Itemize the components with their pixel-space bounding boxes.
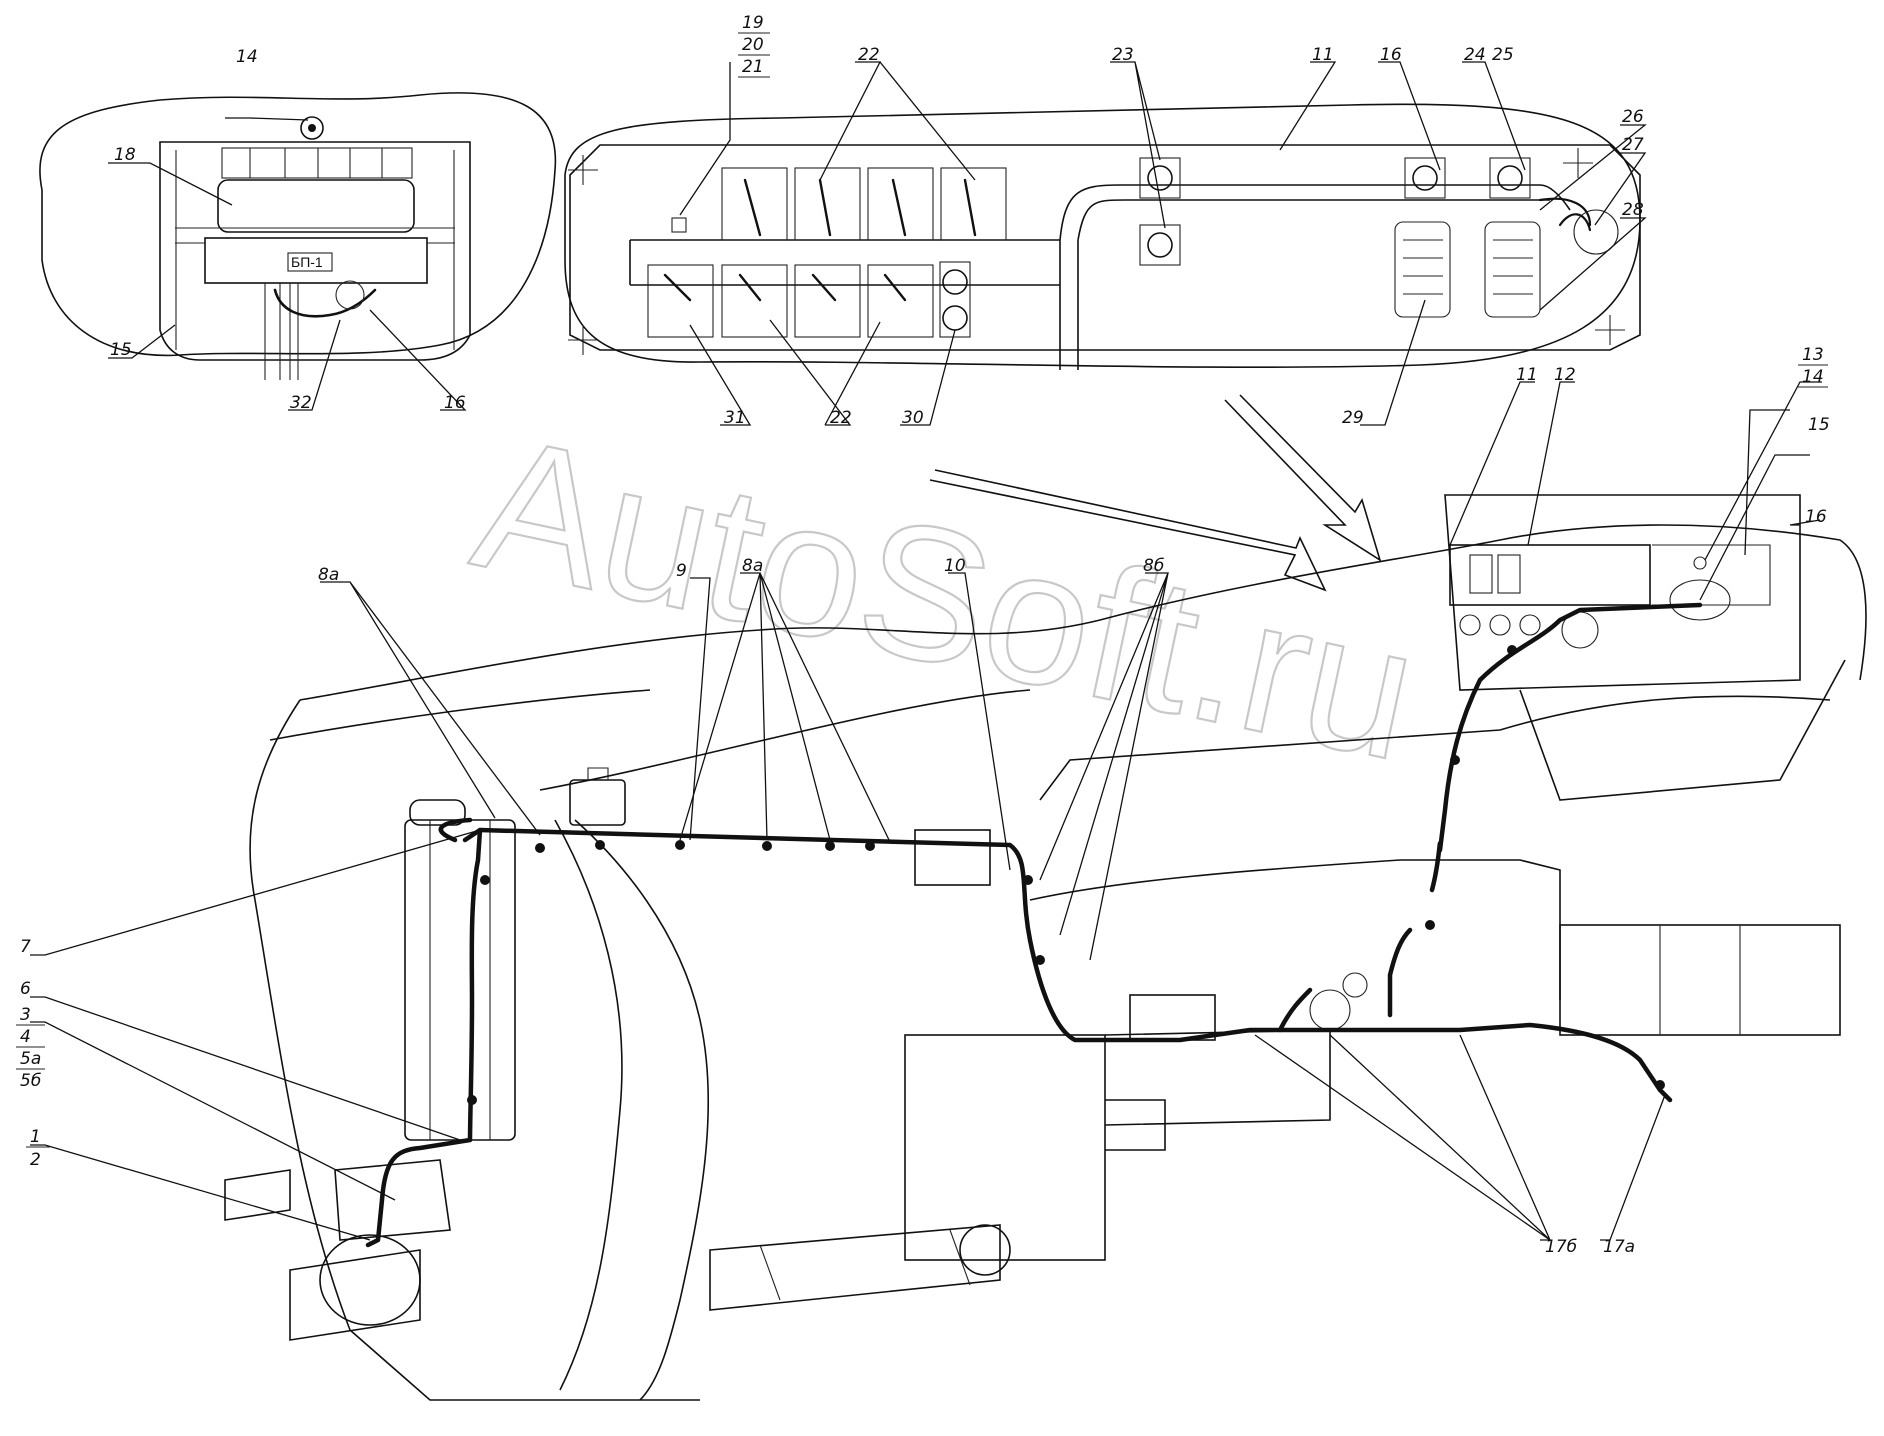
inset-power-unit: БП-1 bbox=[39, 92, 557, 380]
callout-labels: 14 18 15 32 16 19 20 21 22 23 11 16 24 2… bbox=[16, 13, 1830, 1257]
callout-6: 6 bbox=[20, 979, 31, 999]
relay-row-top bbox=[721, 167, 1007, 241]
callout-2: 2 bbox=[30, 1150, 41, 1170]
watermark-text: AutoSoft.ru bbox=[459, 396, 1433, 801]
inset-relay-panel bbox=[564, 103, 1641, 370]
callout-7: 7 bbox=[20, 937, 31, 957]
callout-27: 27 bbox=[1622, 135, 1644, 155]
callout-8a-left: 8а bbox=[318, 565, 339, 585]
callout-9: 9 bbox=[676, 561, 687, 581]
callout-30: 30 bbox=[902, 408, 924, 428]
callout-5b: 5б bbox=[20, 1071, 41, 1091]
view-arrows bbox=[929, 394, 1382, 592]
callout-22-top: 22 bbox=[858, 45, 880, 65]
callout-13: 13 bbox=[1802, 345, 1824, 365]
callout-12: 12 bbox=[1554, 365, 1576, 385]
callout-22-bottom: 22 bbox=[830, 408, 852, 428]
callout-25: 25 bbox=[1492, 45, 1514, 65]
callout-18: 18 bbox=[114, 145, 136, 165]
callout-24: 24 bbox=[1464, 45, 1486, 65]
callout-8b: 8б bbox=[1143, 556, 1164, 576]
callout-19: 19 bbox=[742, 13, 764, 33]
callout-5a: 5а bbox=[20, 1049, 41, 1069]
callout-3: 3 bbox=[20, 1005, 31, 1025]
callout-4: 4 bbox=[20, 1027, 31, 1047]
relay-round-group bbox=[1139, 157, 1531, 266]
callout-17a: 17а bbox=[1603, 1237, 1635, 1257]
callout-29: 29 bbox=[1342, 408, 1364, 428]
callout-23: 23 bbox=[1112, 45, 1134, 65]
callout-17b: 17б bbox=[1545, 1237, 1577, 1257]
unit-plate-label: БП-1 bbox=[291, 254, 323, 270]
callout-26: 26 bbox=[1622, 107, 1644, 127]
callout-10: 10 bbox=[944, 556, 966, 576]
wiring-harness bbox=[365, 602, 1703, 1248]
leader-lines bbox=[30, 61, 1822, 1241]
callout-15-inset: 15 bbox=[110, 340, 132, 360]
callout-28: 28 bbox=[1622, 200, 1644, 220]
callout-11-top: 11 bbox=[1312, 45, 1334, 65]
tractor-outline bbox=[224, 494, 1867, 1401]
relay-row-bottom bbox=[647, 264, 934, 338]
callout-16-panel: 16 bbox=[1805, 507, 1827, 527]
callout-14-inset: 14 bbox=[236, 47, 258, 67]
callout-16-top: 16 bbox=[1380, 45, 1402, 65]
callout-11-panel: 11 bbox=[1516, 365, 1538, 385]
callout-15-panel: 15 bbox=[1808, 415, 1830, 435]
callout-8a-mid: 8а bbox=[742, 556, 763, 576]
callout-16-inset: 16 bbox=[444, 393, 466, 413]
callout-1: 1 bbox=[30, 1127, 41, 1147]
callout-32: 32 bbox=[290, 393, 312, 413]
callout-14-panel: 14 bbox=[1802, 367, 1824, 387]
callout-21: 21 bbox=[742, 57, 764, 77]
callout-31: 31 bbox=[724, 408, 746, 428]
callout-20: 20 bbox=[742, 35, 764, 55]
watermark: AutoSoft.ru bbox=[458, 395, 1434, 802]
